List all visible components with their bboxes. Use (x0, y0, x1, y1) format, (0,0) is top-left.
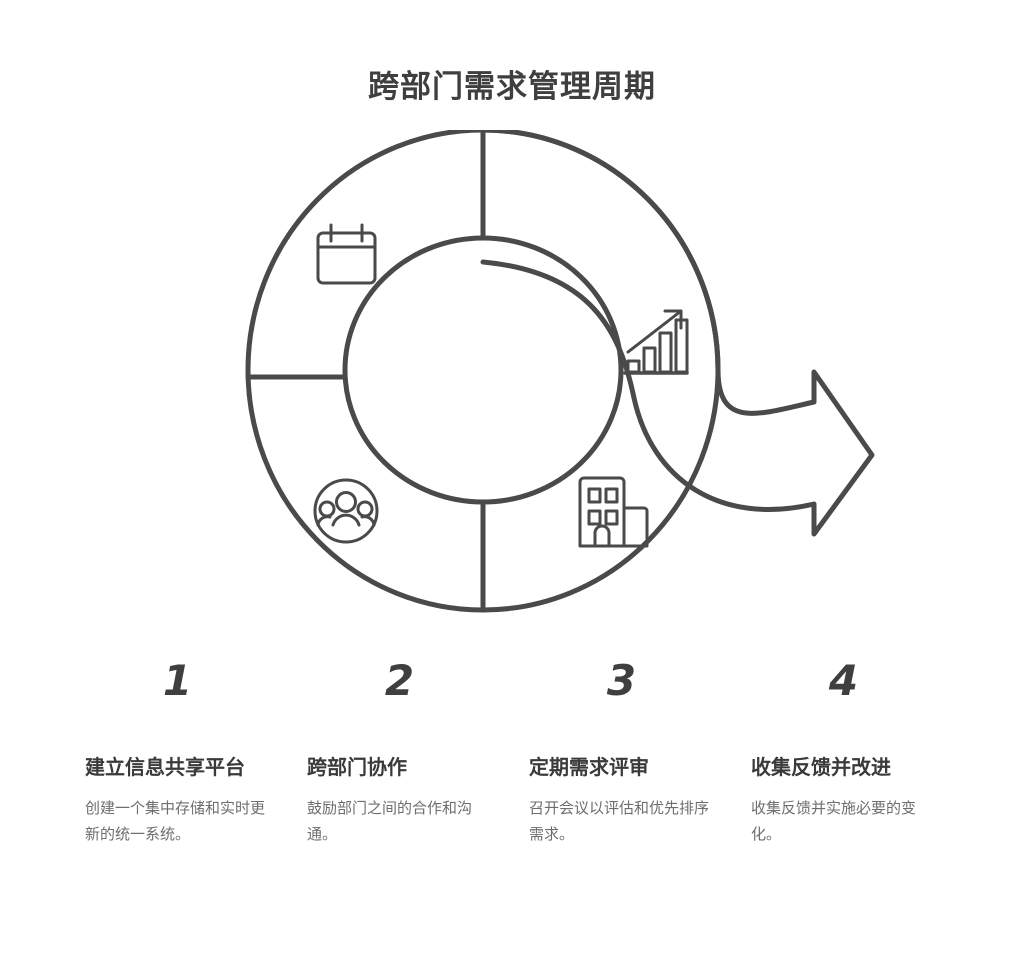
step-item-2: 2 跨部门协作 鼓励部门之间的合作和沟通。 (307, 660, 529, 848)
step-description-3: 召开会议以评估和优先排序需求。 (529, 801, 710, 843)
step-item-1: 1 建立信息共享平台 创建一个集中存储和实时更新的统一系统。 (85, 660, 307, 848)
step-description-2: 鼓励部门之间的合作和沟通。 (307, 801, 473, 843)
step-item-4: 4 收集反馈并改进 收集反馈并实施必要的变化。 (751, 660, 973, 848)
page-title: 跨部门需求管理周期 (368, 69, 656, 104)
step-number-2: 2 (384, 656, 414, 705)
step-number-3: 3 (606, 656, 636, 705)
step-heading-4: 收集反馈并改进 (751, 757, 891, 779)
step-description-1: 创建一个集中存储和实时更新的统一系统。 (85, 801, 266, 843)
step-number-4: 4 (828, 656, 858, 705)
step-item-3: 3 定期需求评审 召开会议以评估和优先排序需求。 (529, 660, 751, 848)
people-group-icon (313, 478, 379, 544)
step-heading-1: 建立信息共享平台 (85, 757, 245, 779)
step-heading-3: 定期需求评审 (529, 757, 649, 779)
growth-bar-chart-icon (623, 309, 689, 375)
step-description-4: 收集反馈并实施必要的变化。 (751, 801, 917, 843)
cycle-diagram (200, 127, 920, 640)
office-building-icon (578, 476, 649, 548)
step-heading-2: 跨部门协作 (307, 757, 407, 779)
calendar-icon (316, 223, 377, 285)
donut-inner-hole (342, 235, 624, 505)
steps-list: 1 建立信息共享平台 创建一个集中存储和实时更新的统一系统。 2 跨部门协作 鼓… (0, 660, 1024, 960)
cycle-arrow (480, 127, 875, 537)
step-number-1: 1 (162, 656, 192, 705)
